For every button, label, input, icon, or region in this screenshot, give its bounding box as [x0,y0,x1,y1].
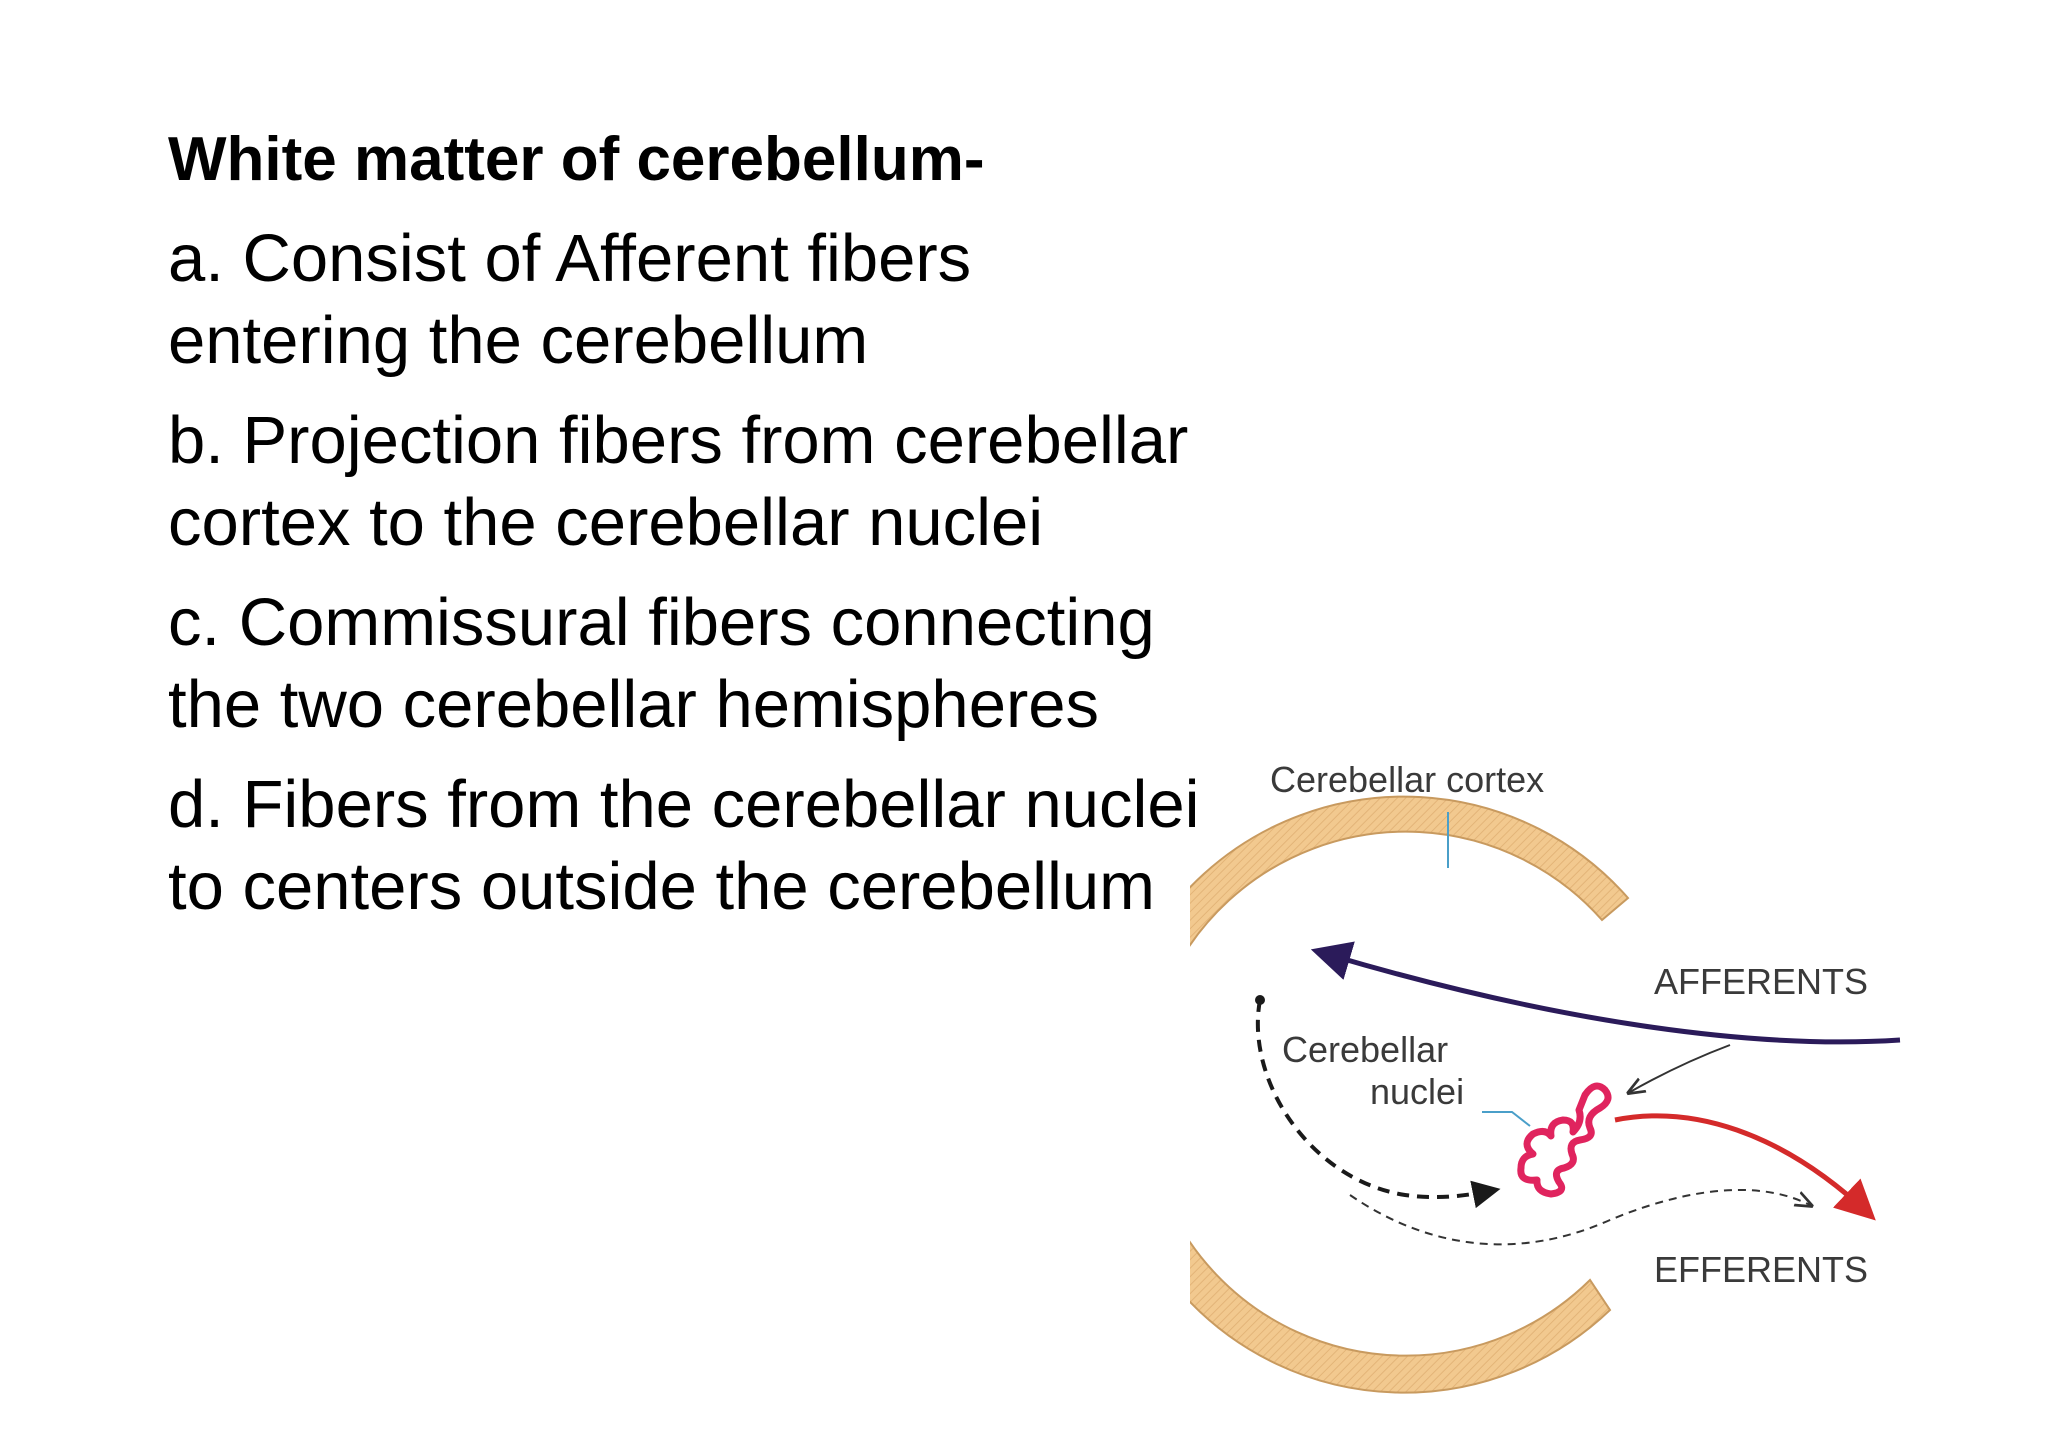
point-d-line-2: to centers outside the cerebellum [168,849,1155,924]
point-a: a. Consist of Afferent fibers entering t… [168,218,1208,382]
slide-title: White matter of cerebellum- [168,125,985,194]
efferent-fiber [1614,1113,1876,1221]
bullet-list: a. Consist of Afferent fibers entering t… [168,218,1208,946]
point-d-line-1: d. Fibers from the cerebellar nuclei [168,767,1200,842]
point-c: c. Commissural fibers connecting the two… [168,582,1208,746]
point-b-line-1: b. Projection fibers from cerebellar [168,403,1189,478]
nuclei-pointer-line [1482,1111,1531,1127]
point-d: d. Fibers from the cerebellar nuclei to … [168,764,1208,928]
cortex-arc [1190,795,1630,1394]
afferent-fiber [1310,941,1901,1045]
nuclei-label-line-2: nuclei [1370,1071,1464,1112]
cortex-efferent-fiber [1349,1189,1810,1246]
point-b-line-2: cortex to the cerebellar nuclei [168,485,1044,560]
point-b: b. Projection fibers from cerebellar cor… [168,400,1208,564]
nuclei-label-line-1: Cerebellar [1282,1029,1448,1070]
cortex-label: Cerebellar cortex [1270,759,1544,800]
afferent-collateral [1630,1044,1731,1092]
point-a-line-1: a. Consist of Afferent fibers [168,221,972,296]
point-c-line-1: c. Commissural fibers connecting [168,585,1155,660]
cerebellar-nuclei-shape [1517,1082,1612,1198]
point-c-line-2: the two cerebellar hemispheres [168,667,1100,742]
efferents-label: EFFERENTS [1654,1249,1868,1290]
cerebellum-diagram-svg: Cerebellar cortex AFFERENTS Cerebellar n… [1190,759,1901,1394]
cerebellum-diagram: Cerebellar cortex AFFERENTS Cerebellar n… [1190,750,1940,1400]
point-a-line-2: entering the cerebellum [168,303,869,378]
afferents-label: AFFERENTS [1654,961,1868,1002]
projection-fiber [1255,999,1501,1209]
